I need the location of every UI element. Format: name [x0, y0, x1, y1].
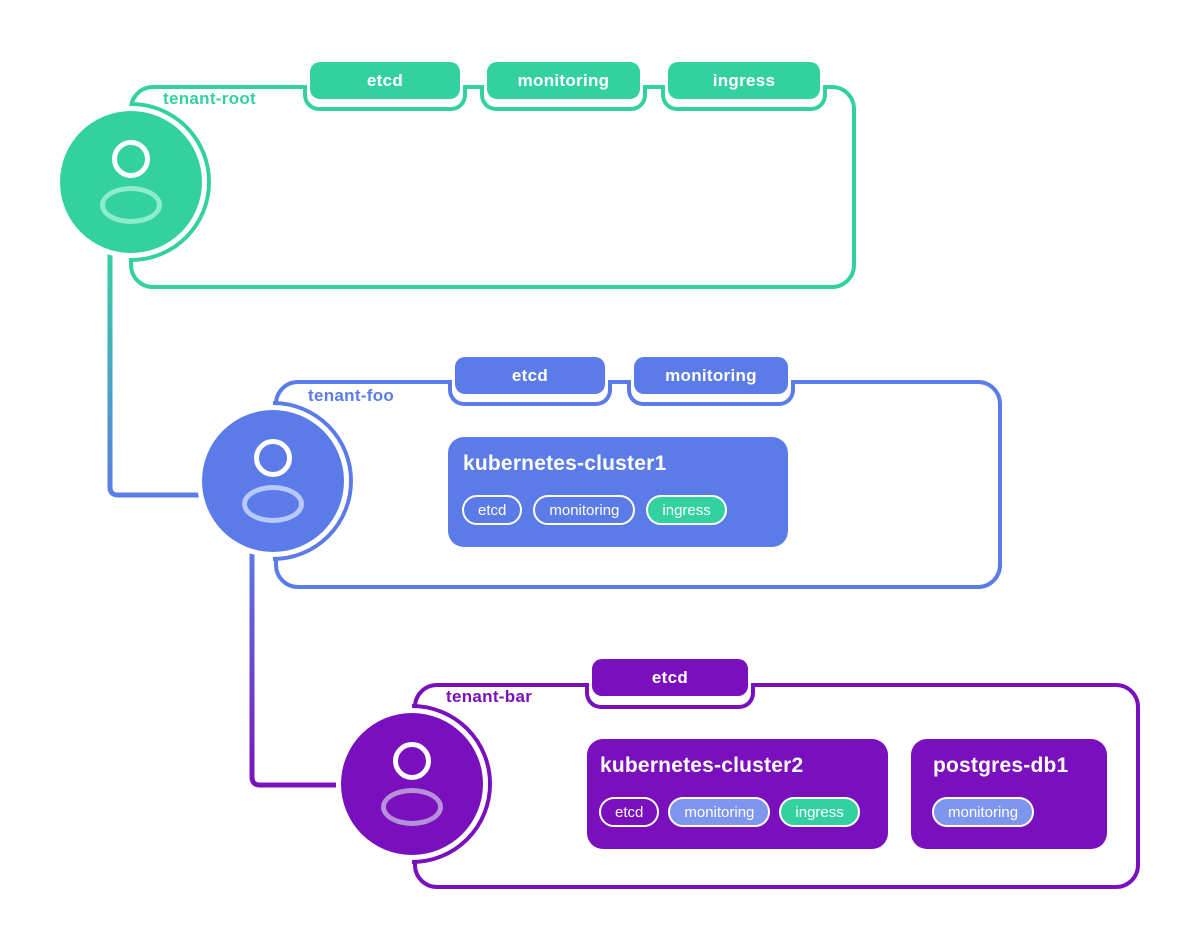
- resource-pill-monitoring: monitoring: [668, 797, 771, 827]
- resource-pill-ingress: ingress: [646, 495, 727, 525]
- resource-pill-row: etcd monitoring ingress: [599, 797, 860, 827]
- resource-pill-monitoring: monitoring: [533, 495, 636, 525]
- resource-card-postgres-db1: postgres-db1 monitoring: [911, 739, 1107, 849]
- tenant-foo-badge-etcd: etcd: [455, 357, 605, 394]
- resource-card-kubernetes-cluster2: kubernetes-cluster2 etcd monitoring ingr…: [587, 739, 888, 849]
- tenant-bar-badge-etcd: etcd: [592, 659, 748, 696]
- tenant-root-badge-monitoring: monitoring: [487, 62, 640, 99]
- user-icon: [202, 410, 344, 552]
- resource-title: kubernetes-cluster1: [463, 452, 667, 475]
- user-icon: [341, 713, 483, 855]
- resource-pill-etcd: etcd: [462, 495, 523, 525]
- resource-pill-row: monitoring: [932, 797, 1035, 827]
- resource-pill-etcd: etcd: [599, 797, 660, 827]
- resource-pill-row: etcd monitoring ingress: [462, 495, 727, 525]
- resource-pill-ingress: ingress: [779, 797, 860, 827]
- user-head-shape: [112, 140, 150, 178]
- tenant-root-badge-ingress: ingress: [668, 62, 820, 99]
- user-icon: [60, 111, 202, 253]
- user-head-shape: [393, 742, 431, 780]
- connector-foo-to-bar: [249, 540, 358, 788]
- resource-pill-monitoring: monitoring: [932, 797, 1035, 827]
- user-body-shape: [381, 788, 443, 826]
- tenant-root-label: tenant-root: [163, 89, 257, 108]
- user-body-shape: [242, 485, 304, 523]
- tenant-bar-label: tenant-bar: [446, 687, 533, 706]
- resource-title: kubernetes-cluster2: [600, 754, 804, 777]
- resource-card-kubernetes-cluster1: kubernetes-cluster1 etcd monitoring ingr…: [448, 437, 788, 547]
- user-head-shape: [254, 439, 292, 477]
- resource-title: postgres-db1: [933, 754, 1069, 777]
- tenant-foo-label: tenant-foo: [308, 386, 395, 405]
- tenant-foo-badge-monitoring: monitoring: [634, 357, 788, 394]
- user-body-shape: [100, 186, 162, 224]
- tenant-root-badge-etcd: etcd: [310, 62, 460, 99]
- tenant-root-container: [129, 85, 856, 289]
- connector-root-to-foo: [107, 244, 218, 498]
